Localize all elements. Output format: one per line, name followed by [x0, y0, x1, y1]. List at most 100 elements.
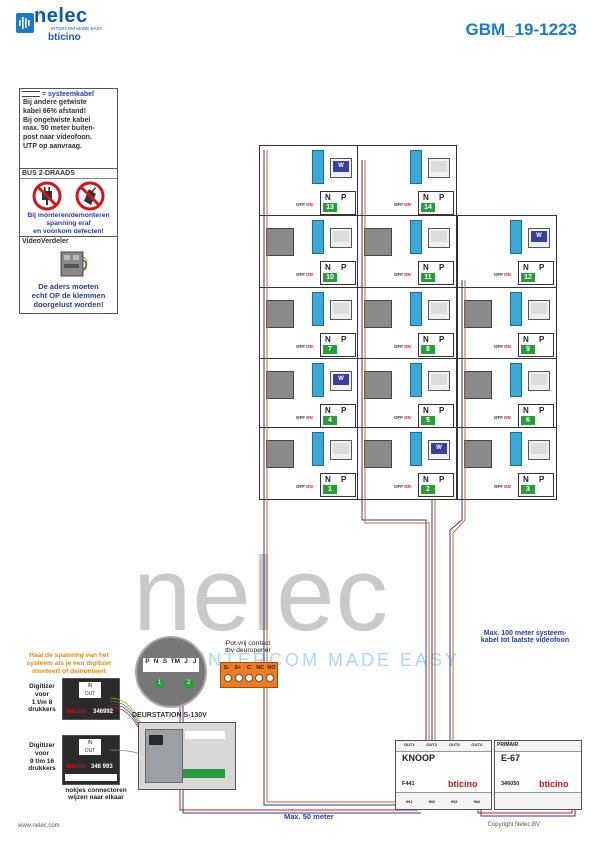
dip-switch: OFFON — [296, 202, 313, 207]
document-code: GBM_19-1223 — [465, 20, 577, 39]
switch-on-label: ON — [306, 415, 313, 420]
monitor-screen — [531, 374, 547, 385]
dip-switch: OFFON — [494, 415, 511, 420]
knoop-output: OUT4 — [471, 742, 483, 747]
doorstation — [138, 722, 236, 790]
doorstation-label: DEURSTATION S-130V — [132, 712, 207, 719]
videophone-terminals — [410, 432, 422, 466]
zoom-terminal: TM — [170, 658, 181, 665]
contact-screws — [221, 671, 277, 682]
panel-cable-title: = systeemkabel — [42, 91, 94, 98]
switch-on-label: ON — [504, 344, 511, 349]
np-label-n: N — [423, 193, 429, 202]
videophone-monitor-icon — [528, 440, 550, 460]
videophone-monitor-icon: W — [428, 440, 450, 460]
bus-warning-line: en voorkom defecten! — [33, 228, 104, 236]
panel-video: VideoVerdeler De aders moeten echt OP de… — [19, 236, 118, 314]
contact-terminal: C — [247, 665, 251, 671]
videophone-terminals — [312, 150, 324, 184]
videophone-monitor-icon: W — [330, 158, 352, 178]
videophone-monitor-icon — [330, 228, 352, 248]
cable-line: post naar videofoon. — [23, 134, 92, 141]
video-warning-line: echt OP de klemmen — [31, 291, 106, 300]
zoom-terminal: J — [192, 658, 197, 665]
np-label-n: N — [423, 406, 429, 415]
max50-note: Max. 50 meter — [284, 812, 334, 821]
unit-number: 3 — [521, 485, 535, 494]
videophone-monitor-icon — [428, 158, 450, 178]
doorstation-brand-plate — [185, 731, 225, 739]
monitor-screen — [531, 443, 547, 454]
cable-line: UTP op aanvraag. — [23, 142, 83, 150]
dip-switch: OFFON — [296, 415, 313, 420]
digitizer2-label: 9 t/m 16 — [29, 757, 55, 765]
videophone-monitor-icon: W — [528, 228, 550, 248]
bus-warning-line: Bij monteren/demonteren — [27, 212, 110, 219]
switch-off-label: OFF — [394, 272, 403, 277]
np-label-n: N — [423, 263, 429, 272]
np-label-n: N — [325, 475, 331, 484]
video-distributor-icon — [464, 440, 492, 468]
nokjes-note: nokjes connectoren — [65, 787, 127, 794]
digitizer1-label: drukkers — [28, 706, 56, 714]
digitizer2-label: voor — [34, 749, 50, 757]
switch-off-label: OFF — [394, 415, 403, 420]
videophone-monitor-icon — [428, 371, 450, 391]
videophone-terminals — [510, 220, 522, 254]
unit-number: 13 — [323, 203, 337, 212]
video-distributor-icon — [464, 300, 492, 328]
np-label-n: N — [523, 406, 529, 415]
knoop-outputs: OUT1 OUT2 OUT3 OUT4 — [398, 742, 488, 750]
video-distributor-icon — [266, 300, 294, 328]
videophone-monitor-icon — [528, 300, 550, 320]
monitor-screen: W — [333, 374, 349, 385]
unit-number: 2 — [421, 485, 435, 494]
dip-switch: OFFON — [394, 272, 411, 277]
video-distributor-icon — [266, 228, 294, 256]
switch-on-label: ON — [504, 415, 511, 420]
dip-switch: OFFON — [296, 344, 313, 349]
contact-terminal-block: S- S+ C NC NO — [220, 662, 278, 688]
max100-note: Max. 100 meter systeem- — [483, 630, 567, 637]
unit-number: 10 — [323, 273, 337, 282]
knoop-output: OUT2 — [426, 742, 438, 747]
switch-on-label: ON — [404, 344, 411, 349]
digitizer-notice-line: systeem als je een digitizer — [26, 659, 112, 667]
switch-off-label: OFF — [394, 344, 403, 349]
unit-number: 6 — [521, 416, 535, 425]
videophone-monitor-icon — [428, 300, 450, 320]
monitor-screen — [431, 161, 447, 172]
np-label-n: N — [423, 475, 429, 484]
zoom-number: 2 — [184, 680, 193, 688]
videophone-terminals — [510, 363, 522, 397]
video-distributor-icon — [364, 228, 392, 256]
np-label-p: P — [439, 335, 445, 344]
cable-line: kabel 66% afstand! — [23, 107, 87, 115]
unit-number: 7 — [323, 345, 337, 354]
contact-terminal: S- — [223, 665, 230, 671]
switch-off-label: OFF — [394, 484, 403, 489]
monitor-screen — [431, 374, 447, 385]
switch-off-label: OFF — [296, 415, 305, 420]
videophone-terminals — [312, 292, 324, 326]
monitor-screen — [531, 303, 547, 314]
switch-off-label: OFF — [494, 344, 503, 349]
contact-terminal: S+ — [234, 665, 242, 671]
np-label-n: N — [523, 335, 529, 344]
no-plug-icon — [32, 181, 62, 213]
dip-switch: OFFON — [296, 484, 313, 489]
digitizer-2-terminals — [65, 774, 117, 781]
switch-off-label: OFF — [296, 484, 305, 489]
knoop-input: IN4 — [473, 799, 480, 804]
